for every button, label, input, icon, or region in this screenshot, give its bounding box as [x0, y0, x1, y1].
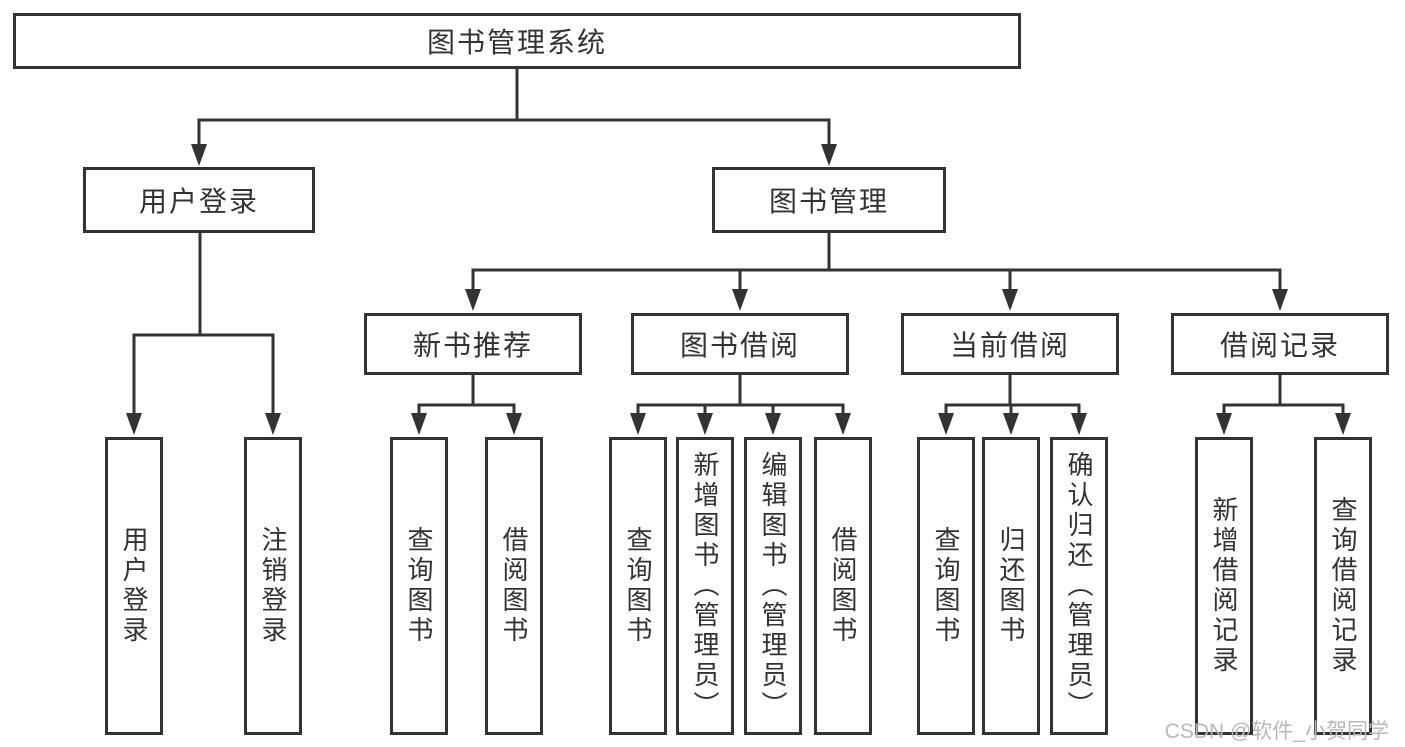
leaf-label: 归还图书 [996, 526, 1026, 646]
leaf-records-query-record: 查询借阅记录 [1314, 437, 1372, 735]
node-label: 图书管理系统 [426, 27, 607, 58]
node-book-management: 图书管理 [712, 167, 946, 233]
leaf-borrow-edit-books-admin: 编辑图书（管理员） [744, 437, 802, 735]
leaf-label: 编辑图书（管理员） [758, 451, 788, 721]
leaf-borrow-query-books: 查询图书 [609, 437, 667, 735]
node-label: 图书管理 [768, 186, 889, 217]
leaf-label: 查询借阅记录 [1328, 496, 1358, 676]
leaf-current-confirm-return-admin: 确认归还（管理员） [1050, 437, 1108, 735]
leaf-borrow-borrow-books: 借阅图书 [814, 437, 872, 735]
node-book-borrowing: 图书借阅 [631, 313, 849, 375]
leaf-label: 用户登录 [119, 526, 149, 646]
leaf-newbooks-query-books: 查询图书 [390, 437, 448, 735]
node-current-borrowing: 当前借阅 [901, 313, 1119, 375]
leaf-label: 借阅图书 [499, 526, 529, 646]
leaf-label: 查询图书 [931, 526, 961, 646]
node-borrowing-records: 借阅记录 [1171, 313, 1389, 375]
leaf-logout: 注销登录 [244, 437, 302, 735]
leaf-label: 确认归还（管理员） [1064, 451, 1094, 721]
node-library-management-system: 图书管理系统 [13, 13, 1021, 69]
leaf-label: 查询图书 [623, 526, 653, 646]
leaf-label: 注销登录 [258, 526, 288, 646]
leaf-label: 新增图书（管理员） [690, 451, 720, 721]
leaf-borrow-add-books-admin: 新增图书（管理员） [676, 437, 734, 735]
leaf-current-query-books: 查询图书 [917, 437, 975, 735]
node-new-book-recommend: 新书推荐 [364, 313, 582, 375]
leaf-label: 查询图书 [404, 526, 434, 646]
leaf-newbooks-borrow-books: 借阅图书 [485, 437, 543, 735]
node-label: 图书借阅 [679, 330, 800, 361]
leaf-current-return-books: 归还图书 [982, 437, 1040, 735]
leaf-records-add-record: 新增借阅记录 [1195, 437, 1253, 735]
node-label: 新书推荐 [412, 330, 533, 361]
leaf-user-login: 用户登录 [105, 437, 163, 735]
node-user-login: 用户登录 [83, 167, 315, 233]
node-label: 借阅记录 [1219, 330, 1340, 361]
leaf-label: 借阅图书 [828, 526, 858, 646]
leaf-label: 新增借阅记录 [1209, 496, 1239, 676]
node-label: 用户登录 [138, 186, 259, 217]
node-label: 当前借阅 [949, 330, 1070, 361]
